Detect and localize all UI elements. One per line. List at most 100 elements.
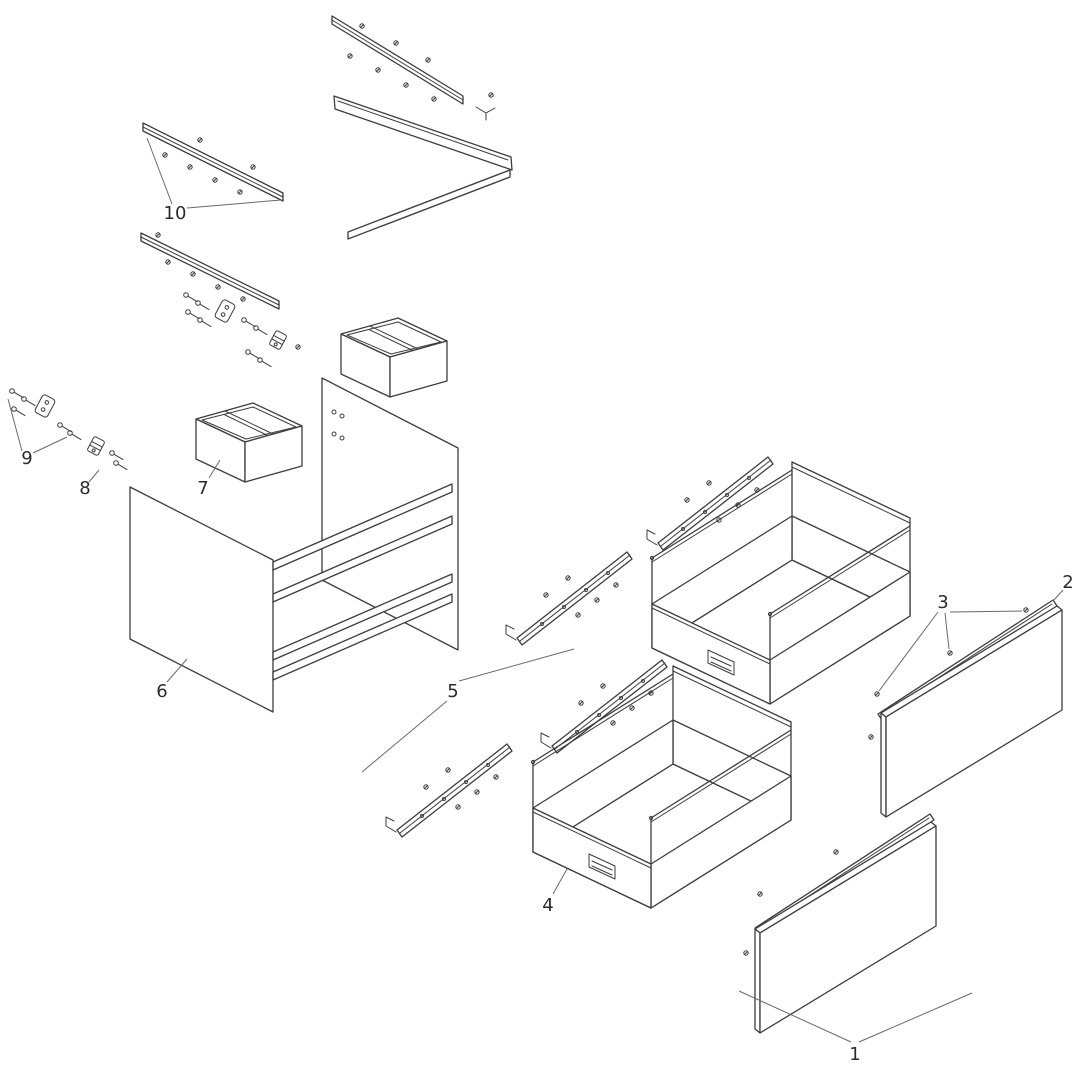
callout-5-leader <box>361 700 448 773</box>
cabinet-bottom-rail <box>272 593 453 681</box>
drawer-box <box>649 461 911 705</box>
callout-1: 1 <box>849 1044 860 1065</box>
screw-icon <box>359 23 365 29</box>
screw-icon <box>1023 607 1029 613</box>
mid-left-rail-edge <box>140 236 280 306</box>
storage-bin <box>340 317 448 398</box>
screw-icon <box>425 57 431 63</box>
fixing-hole <box>331 431 337 437</box>
top-cross-rail-body <box>347 169 511 240</box>
rail-10-edge <box>142 126 284 198</box>
callout-5-leader <box>458 648 575 682</box>
cabinet-side-panel <box>129 486 274 713</box>
screw-icon <box>250 164 256 170</box>
screw-icon <box>113 460 128 471</box>
screw-icon <box>375 67 381 73</box>
screw-icon <box>185 309 200 320</box>
screw-icon <box>11 406 26 417</box>
hardware-group-8 <box>86 435 128 471</box>
drawer-runner <box>386 744 512 837</box>
top-cross-rail <box>347 169 511 240</box>
screw-icon <box>757 891 763 897</box>
screw-icon <box>833 849 839 855</box>
screw-icon <box>197 137 203 143</box>
top-wall-rail-edge <box>331 19 464 101</box>
screw-icon <box>237 189 243 195</box>
callout-2-group: 2 <box>1052 572 1074 602</box>
front-panel-lower <box>754 821 937 1034</box>
callout-3-leader <box>878 611 939 692</box>
fixing-hole <box>339 435 345 441</box>
callout-7: 7 <box>197 478 208 499</box>
drawer-runner <box>506 552 632 645</box>
mounting-plate-icon <box>213 298 237 324</box>
cabinet-top-stretcher <box>272 483 453 571</box>
callout-2: 2 <box>1062 572 1073 593</box>
screw-icon <box>197 317 212 328</box>
screw-icon <box>212 177 218 183</box>
top-panel <box>333 95 513 171</box>
callout-3-leader <box>944 612 950 650</box>
callout-5: 5 <box>447 681 458 702</box>
callout-10-leader <box>146 137 173 205</box>
screw-icon <box>245 349 260 360</box>
top-panel-edge <box>337 100 509 161</box>
screw-icon <box>165 259 171 265</box>
screw-icon <box>253 325 268 336</box>
callout-9-leader <box>32 436 68 454</box>
drawer-runner <box>647 457 773 550</box>
rail-part-10 <box>142 122 284 202</box>
screw-icon <box>393 40 399 46</box>
hardware-cluster-hinges <box>183 292 301 368</box>
callout-9: 9 <box>21 448 32 469</box>
callout-7-group: 7 <box>197 459 221 499</box>
callout-6-leader <box>166 658 188 683</box>
callout-6-group: 6 <box>156 658 188 702</box>
screw-icon <box>190 271 196 277</box>
callout-6: 6 <box>156 681 167 702</box>
screw-icon <box>868 734 874 740</box>
hardware-group-9 <box>9 388 82 441</box>
mid-left-rail <box>140 232 280 310</box>
clip-fitting-icon <box>268 329 288 351</box>
drawer-front-panel <box>880 605 1063 818</box>
fixing-hole <box>339 413 345 419</box>
callout-2-leader <box>1052 589 1064 602</box>
mounting-plate-icon <box>33 393 57 419</box>
screw-icon <box>241 317 256 328</box>
screw-icon <box>240 296 246 302</box>
top-wall-rail <box>331 15 496 121</box>
screw-icon <box>431 96 437 102</box>
callout-4: 4 <box>542 895 553 916</box>
callout-8-group: 8 <box>79 469 100 499</box>
drawer-front-panel <box>754 821 937 1034</box>
callout-1-group: 1 <box>738 990 973 1065</box>
callout-7-leader <box>208 459 221 479</box>
screw-icon <box>183 292 198 303</box>
cabinet-carcass <box>129 483 453 713</box>
clip-fitting-icon <box>86 435 106 457</box>
screw-icon <box>155 232 161 238</box>
callout-4-leader <box>552 868 568 895</box>
screw-icon <box>187 164 193 170</box>
screw-icon <box>874 691 880 697</box>
callout-3-group: 3 <box>878 592 1023 692</box>
screw-icon <box>743 950 749 956</box>
screw-icon <box>195 300 210 311</box>
screw-icon <box>215 284 221 290</box>
callout-3-leader <box>949 610 1023 613</box>
screw-icon <box>257 357 272 368</box>
callout-9-group: 9 <box>7 398 68 469</box>
top-panel-body <box>333 95 513 171</box>
callout-1-leader <box>858 992 973 1043</box>
callout-4-group: 4 <box>542 868 568 916</box>
screw-icon <box>403 82 409 88</box>
callout-8-leader <box>88 469 100 483</box>
callout-3: 3 <box>937 592 948 613</box>
callout-10: 10 <box>164 203 187 224</box>
callout-10-group: 10 <box>146 137 282 224</box>
screw-icon <box>9 388 24 399</box>
front-panel-upper <box>880 605 1063 818</box>
